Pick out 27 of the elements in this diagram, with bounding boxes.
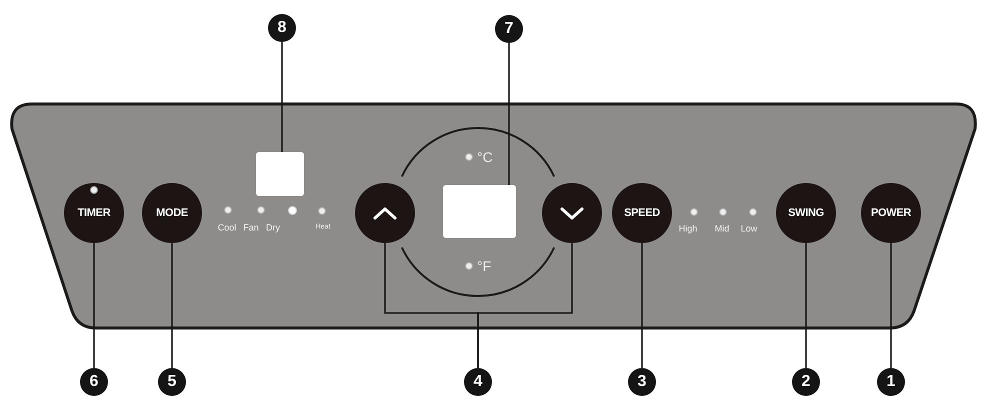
leader-line: [477, 243, 573, 368]
indicator-label: Mid: [714, 224, 730, 234]
dial-ring: [400, 127, 556, 297]
callout-number: 6: [80, 368, 108, 396]
callout-number: 2: [792, 368, 820, 396]
callout-number: 4: [464, 368, 492, 396]
callout-number: 8: [268, 14, 296, 42]
control-panel: [8, 101, 980, 332]
indicator-label: Low: [740, 224, 758, 234]
leader-line: [171, 243, 173, 368]
callout-number: 1: [877, 368, 905, 396]
callout-number: 7: [495, 15, 523, 43]
callout-number: 3: [628, 368, 656, 396]
unit-label: °C: [477, 150, 493, 164]
leader-line: [93, 243, 95, 368]
leader-line: [508, 43, 510, 185]
indicator-label: Dry: [266, 224, 280, 232]
callout-number: 5: [158, 368, 186, 396]
indicator-label: Cool: [218, 224, 236, 232]
leader-line: [805, 243, 807, 368]
display-screen: [443, 185, 516, 238]
leader-line: [641, 243, 643, 368]
display-screen: [256, 152, 304, 196]
leader-line: [281, 42, 283, 152]
unit-label: °F: [477, 259, 492, 273]
leader-line: [890, 243, 892, 368]
indicator-label: Fan: [243, 224, 259, 232]
